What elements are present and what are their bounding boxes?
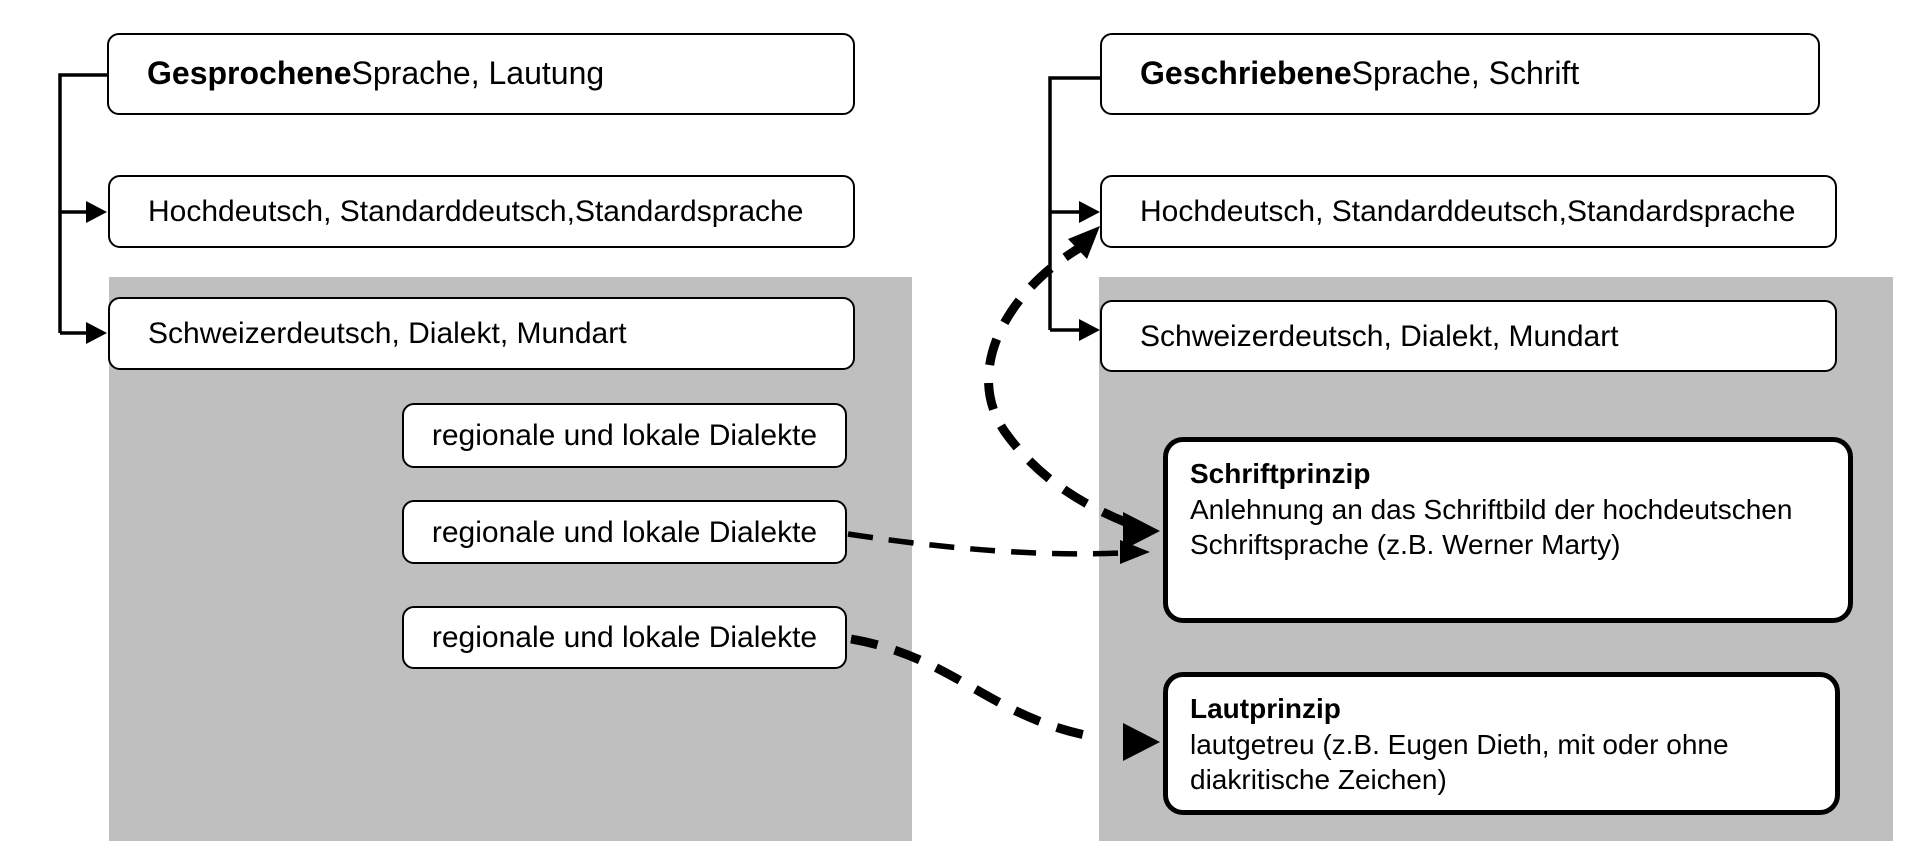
spoken-arrow-dialect-head — [86, 322, 107, 344]
lautprinzip-box: Lautprinzip lautgetreu (z.B. Eugen Dieth… — [1163, 672, 1840, 815]
spoken-dialect-box: Schweizerdeutsch, Dialekt, Mundart — [108, 297, 855, 370]
spoken-header-bold: Gesprochene — [147, 55, 352, 92]
written-header-rest: Sprache, Schrift — [1351, 55, 1580, 92]
written-standard-box: Hochdeutsch, Standarddeutsch,Standardspr… — [1100, 175, 1837, 248]
regional-dialects-box-1: regionale und lokale Dialekte — [402, 403, 847, 468]
curve-top-arrowhead — [1068, 226, 1100, 259]
spoken-standard-box: Hochdeutsch, Standarddeutsch,Standardspr… — [108, 175, 855, 248]
regional-dialects-box-2: regionale und lokale Dialekte — [402, 500, 847, 564]
spoken-bracket-line — [58, 73, 107, 333]
regional-dialects-box-3: regionale und lokale Dialekte — [402, 606, 847, 669]
written-arrow-standard-head — [1079, 201, 1100, 223]
written-bracket-line — [1048, 76, 1100, 330]
written-dialect-box: Schweizerdeutsch, Dialekt, Mundart — [1100, 300, 1837, 372]
spoken-arrow-standard-head — [86, 201, 107, 223]
spoken-header-rest: Sprache, Lautung — [351, 55, 605, 92]
schriftprinzip-box: Schriftprinzip Anlehnung an das Schriftb… — [1163, 437, 1853, 623]
written-arrow-dialect-head — [1079, 319, 1100, 341]
written-header-bold: Geschriebene — [1140, 55, 1352, 92]
spoken-header-box: Gesprochene Sprache, Lautung — [107, 33, 855, 115]
lautprinzip-body: lautgetreu (z.B. Eugen Dieth, mit oder o… — [1190, 728, 1729, 796]
lautprinzip-title: Lautprinzip — [1190, 693, 1341, 724]
schriftprinzip-title: Schriftprinzip — [1190, 458, 1371, 489]
written-header-box: Geschriebene Sprache, Schrift — [1100, 33, 1820, 115]
schriftprinzip-body: Anlehnung an das Schriftbild der hochdeu… — [1190, 493, 1793, 561]
